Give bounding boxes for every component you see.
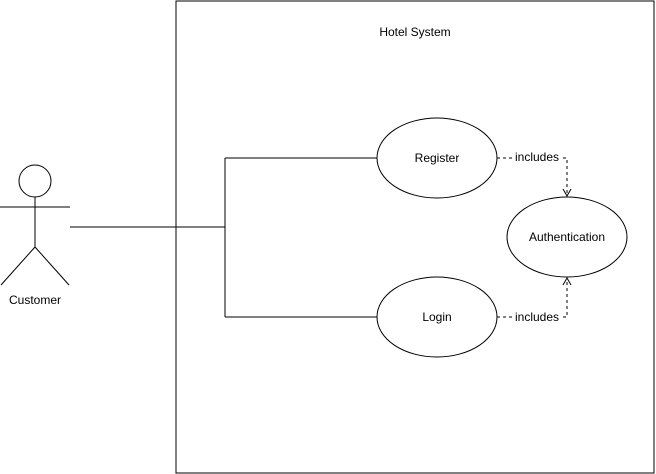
- authentication-label: Authentication: [529, 230, 605, 244]
- use-case-authentication: Authentication: [506, 196, 628, 278]
- association-lines: [70, 157, 377, 318]
- register-ellipse: [376, 117, 498, 199]
- login-label: Login: [422, 310, 451, 324]
- login-include-label: includes: [515, 310, 559, 324]
- actor-customer: Customer: [0, 164, 70, 307]
- system-title: Hotel System: [379, 25, 450, 39]
- login-ellipse: [376, 276, 498, 358]
- login-include-path: [497, 276, 572, 318]
- actor-head: [18, 164, 52, 198]
- login-include-label-bg: [513, 309, 561, 325]
- authentication-ellipse: [506, 196, 628, 278]
- use-case-login: Login: [376, 276, 498, 358]
- actor-left-leg: [0, 246, 36, 286]
- register-include-label-bg: [513, 149, 561, 165]
- register-label: Register: [415, 151, 460, 165]
- register-include-label: includes: [515, 150, 559, 164]
- actor-right-leg: [34, 246, 70, 286]
- actor-label: Customer: [9, 293, 61, 307]
- use-case-register: Register: [376, 117, 498, 199]
